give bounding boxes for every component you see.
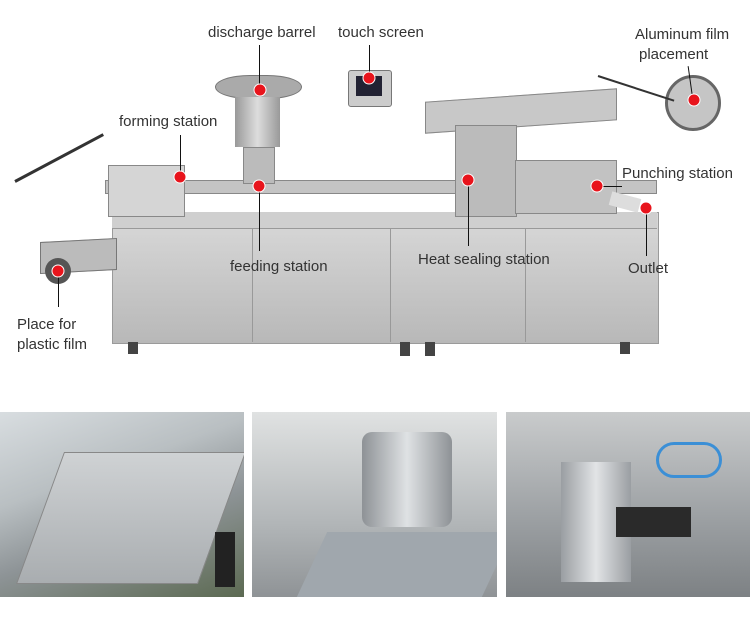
label-aluminum-film-2: placement bbox=[639, 46, 709, 63]
machine-illustration bbox=[14, 70, 721, 356]
label-punching-station: Punching station bbox=[622, 165, 733, 182]
label-touch-screen: touch screen bbox=[338, 24, 424, 41]
photo-sealing-station bbox=[506, 412, 750, 597]
outlet-marker bbox=[639, 201, 653, 215]
label-discharge-barrel: discharge barrel bbox=[208, 24, 316, 41]
label-feeding-station: feeding station bbox=[230, 258, 328, 275]
leader-line bbox=[259, 45, 260, 90]
leader-line bbox=[58, 271, 59, 307]
photo-machine-side-view bbox=[0, 412, 244, 597]
leader-line bbox=[646, 208, 647, 256]
forming-station-marker bbox=[173, 170, 187, 184]
touch-screen-marker bbox=[362, 71, 376, 85]
leader-line bbox=[597, 186, 622, 187]
leader-line bbox=[259, 186, 260, 251]
label-heat-sealing-station: Heat sealing station bbox=[418, 251, 550, 268]
plastic-film-marker bbox=[51, 264, 65, 278]
feeding-station-marker bbox=[252, 179, 266, 193]
punching-station-marker bbox=[590, 179, 604, 193]
label-outlet: Outlet bbox=[628, 260, 669, 277]
label-aluminum-film-1: Aluminum film bbox=[635, 26, 730, 43]
heat-sealing-marker bbox=[461, 173, 475, 187]
aluminum-film-marker bbox=[687, 93, 701, 107]
label-plastic-film-1: Place for bbox=[17, 316, 77, 333]
machine-base bbox=[112, 212, 659, 344]
label-plastic-film-2: plastic film bbox=[17, 336, 88, 353]
photo-discharge-barrel bbox=[252, 412, 497, 597]
leader-line bbox=[180, 135, 181, 177]
discharge-barrel-marker bbox=[253, 83, 267, 97]
label-forming-station: forming station bbox=[119, 113, 218, 130]
leader-line bbox=[369, 45, 370, 78]
leader-line bbox=[468, 180, 469, 246]
